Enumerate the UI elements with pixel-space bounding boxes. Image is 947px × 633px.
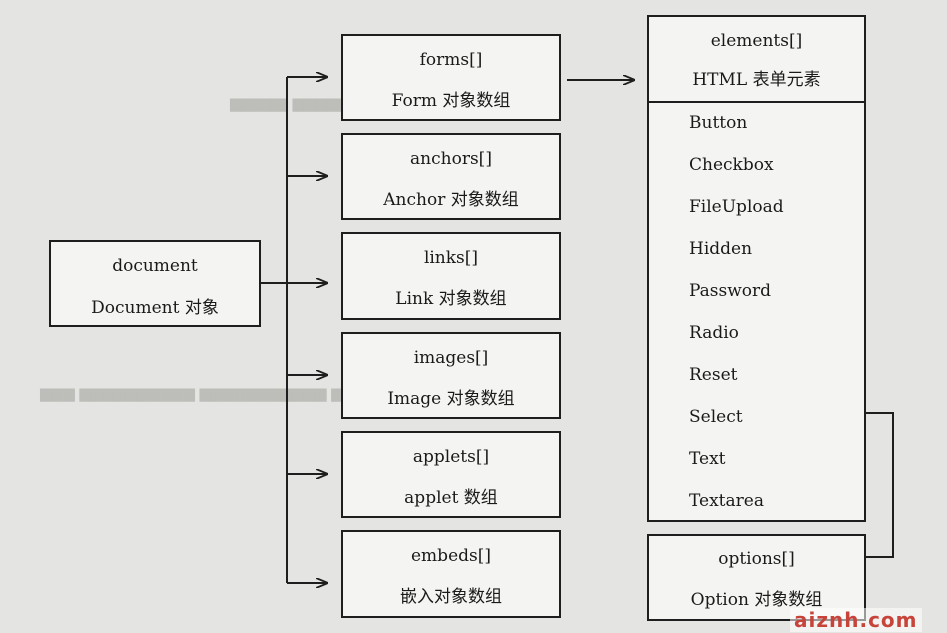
- links-label: links[]: [423, 248, 479, 268]
- element-item-textarea: Textarea: [689, 491, 764, 511]
- options-box: options[] Option 对象数组: [647, 534, 866, 621]
- links-desc: Link 对象数组: [395, 289, 507, 309]
- element-item-button: Button: [689, 113, 748, 133]
- embeds-label: embeds[]: [411, 546, 491, 566]
- options-desc: Option 对象数组: [690, 590, 823, 610]
- anchors-box: anchors[] Anchor 对象数组: [341, 133, 561, 220]
- element-item-text: Text: [689, 449, 726, 469]
- element-item-reset: Reset: [689, 365, 738, 385]
- embeds-desc: 嵌入对象数组: [400, 587, 502, 607]
- element-item-checkbox: Checkbox: [689, 155, 774, 175]
- applets-label: applets[]: [412, 447, 490, 467]
- forms-label: forms[]: [419, 50, 483, 70]
- document-desc: Document 对象: [91, 298, 219, 318]
- document-label: document: [112, 256, 198, 276]
- elements-label: elements[]: [710, 31, 803, 51]
- element-item-hidden: Hidden: [689, 239, 753, 259]
- applets-box: applets[] applet 数组: [341, 431, 561, 518]
- embeds-box: embeds[] 嵌入对象数组: [341, 530, 561, 618]
- forms-desc: Form 对象数组: [391, 91, 511, 111]
- document-box: document Document 对象: [49, 240, 261, 327]
- elements-box: elements[] HTML 表单元素 Button Checkbox Fil…: [647, 15, 866, 522]
- images-desc: Image 对象数组: [387, 389, 515, 409]
- elements-desc: HTML 表单元素: [692, 70, 821, 90]
- element-item-fileupload: FileUpload: [689, 197, 784, 217]
- element-item-radio: Radio: [689, 323, 739, 343]
- images-label: images[]: [413, 348, 489, 368]
- element-item-password: Password: [689, 281, 772, 301]
- watermark: aiznh.com: [790, 608, 922, 632]
- elements-divider: [649, 101, 864, 103]
- applets-desc: applet 数组: [404, 488, 498, 508]
- forms-box: forms[] Form 对象数组: [341, 34, 561, 121]
- anchors-desc: Anchor 对象数组: [383, 190, 519, 210]
- bleed-through-text: ▆▆▆ ▆▆▆▆▆▆▆▆▆▆ ▆▆▆▆▆▆▆▆▆▆▆ ▆▆▆▆: [40, 384, 378, 402]
- anchors-label: anchors[]: [410, 149, 492, 169]
- element-item-select: Select: [689, 407, 743, 427]
- links-box: links[] Link 对象数组: [341, 232, 561, 320]
- images-box: images[] Image 对象数组: [341, 332, 561, 419]
- options-label: options[]: [718, 549, 795, 569]
